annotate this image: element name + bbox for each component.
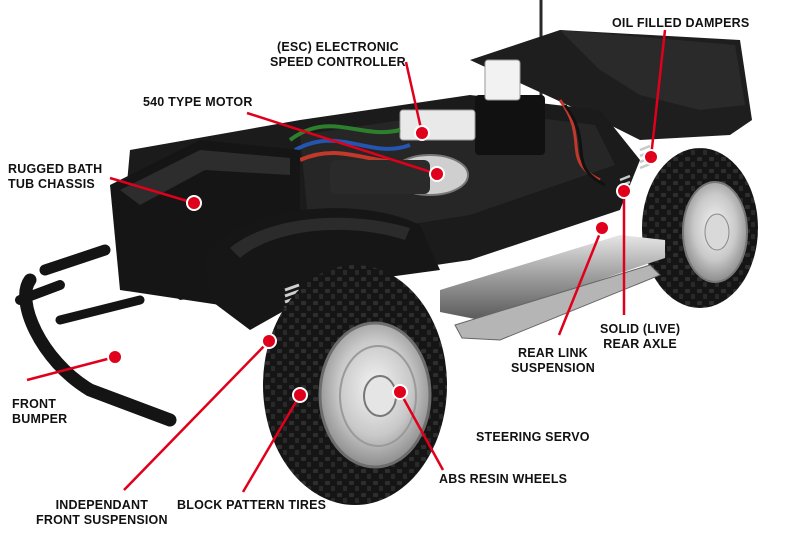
marker-front-bumper	[107, 349, 123, 365]
label-front-bumper: FRONT BUMPER	[12, 397, 68, 426]
label-esc: (ESC) ELECTRONIC SPEED CONTROLLER	[270, 40, 406, 69]
label-tires: BLOCK PATTERN TIRES	[177, 498, 327, 512]
marker-wheels	[392, 384, 408, 400]
front-left-wheel	[263, 265, 447, 505]
leader-oil-dampers	[649, 29, 667, 158]
marker-motor	[429, 166, 445, 182]
label-motor: 540 TYPE MOTOR	[143, 95, 253, 109]
front-spring	[284, 283, 300, 310]
label-oil-dampers: OIL FILLED DAMPERS	[612, 16, 750, 30]
label-wheels: ABS RESIN WHEELS	[439, 472, 568, 486]
marker-rear-link	[594, 220, 610, 236]
chrome-rail	[440, 235, 665, 320]
leader-tires	[241, 394, 302, 493]
marker-rear-axle	[616, 183, 632, 199]
label-chassis: RUGGED BATH TUB CHASSIS	[8, 162, 103, 191]
leader-motor	[246, 111, 438, 176]
marker-chassis	[186, 195, 202, 211]
leader-chassis	[109, 176, 195, 205]
leader-rear-link	[557, 227, 604, 336]
leader-wheels	[398, 391, 445, 471]
rear-right-wheel	[642, 148, 758, 308]
label-rear-axle: SOLID (LIVE) REAR AXLE	[600, 322, 681, 351]
esc-box	[475, 95, 545, 155]
marker-oil-dampers	[643, 149, 659, 165]
marker-tires	[292, 387, 308, 403]
label-front-suspension: INDEPENDANT FRONT SUSPENSION	[36, 498, 168, 527]
leader-front-suspension	[123, 340, 270, 491]
marker-esc	[414, 125, 430, 141]
front-bumper	[15, 244, 177, 427]
label-steering-servo: STEERING SERVO	[476, 430, 590, 444]
leader-front-bumper	[26, 355, 116, 382]
marker-front-suspension	[261, 333, 277, 349]
leader-esc	[404, 61, 424, 134]
label-rear-link: REAR LINK SUSPENSION	[511, 346, 595, 375]
callout-leaders	[26, 29, 667, 493]
callout-markers	[107, 125, 659, 403]
vehicle-illustration	[15, 0, 758, 505]
